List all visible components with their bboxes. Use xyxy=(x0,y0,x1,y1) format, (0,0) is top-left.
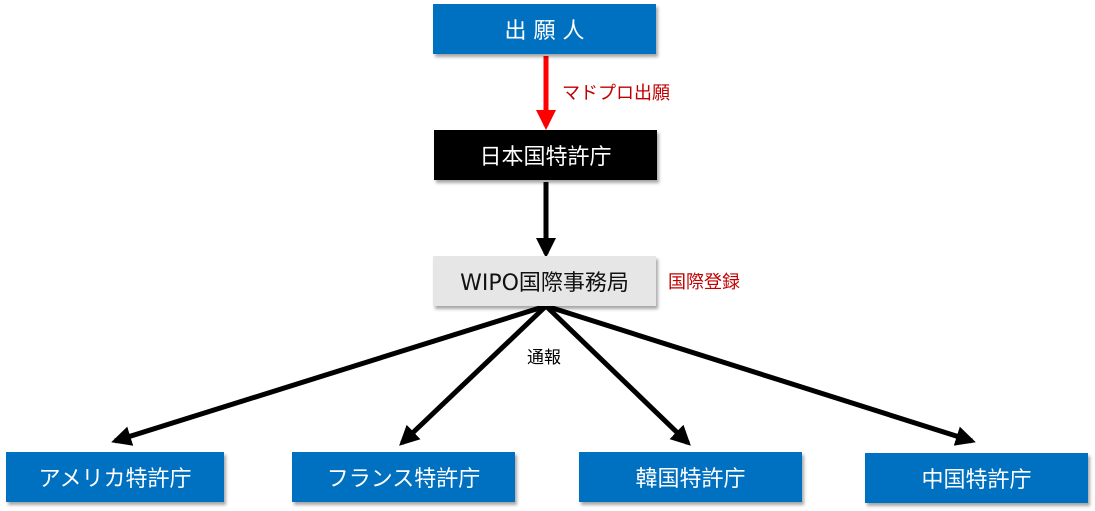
node-wipo-label: WIPO国際事務局 xyxy=(460,271,629,296)
arrow-wipo-to-china xyxy=(545,303,976,446)
node-applicant-label: 出 願 人 xyxy=(504,19,585,44)
node-jpo: 日本国特許庁 xyxy=(434,130,657,180)
node-france: フランス特許庁 xyxy=(292,452,515,502)
node-jpo-label: 日本国特許庁 xyxy=(479,145,612,170)
label-intl-registration: 国際登録 xyxy=(668,272,740,293)
node-china-label: 中国特許庁 xyxy=(921,468,1032,493)
node-applicant: 出 願 人 xyxy=(433,4,656,54)
arrow-wipo-to-usa xyxy=(111,303,547,446)
arrow-wipo-to-france xyxy=(399,304,548,446)
node-china: 中国特許庁 xyxy=(865,453,1088,503)
arrow-wipo-to-korea xyxy=(544,304,691,446)
node-korea-label: 韓国特許庁 xyxy=(635,467,746,492)
node-korea: 韓国特許庁 xyxy=(579,452,802,502)
node-usa: アメリカ特許庁 xyxy=(6,452,224,502)
label-madrid-filing: マドプロ出願 xyxy=(562,83,670,104)
node-france-label: フランス特許庁 xyxy=(326,467,481,492)
label-notification: 通報 xyxy=(527,348,561,368)
node-usa-label: アメリカ特許庁 xyxy=(38,467,192,492)
node-wipo: WIPO国際事務局 xyxy=(433,256,656,306)
